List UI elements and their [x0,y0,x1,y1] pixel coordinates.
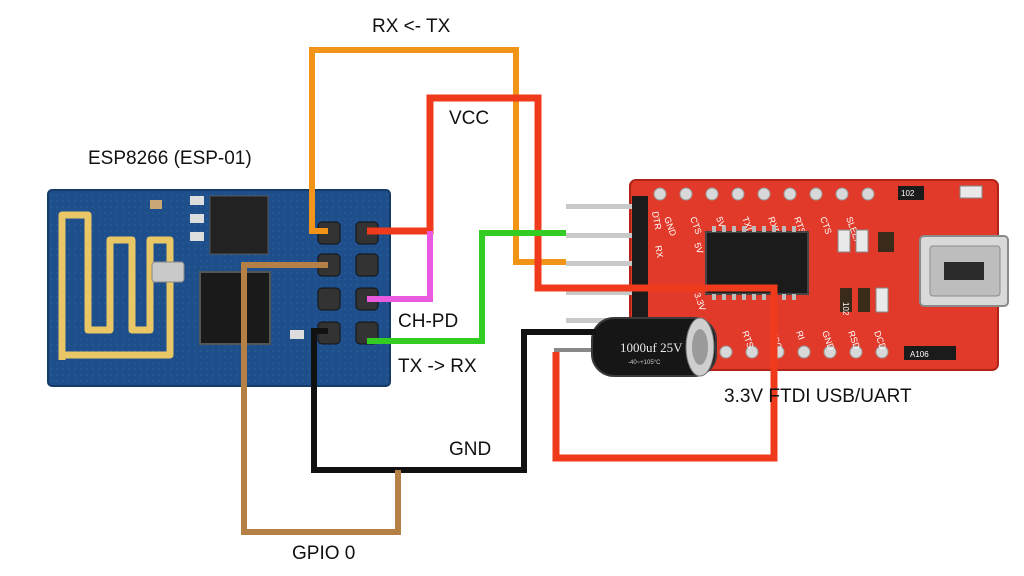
ftdi-pin-label-bottom-0: DTR [650,211,663,231]
crystal [151,261,185,283]
label-gnd: GND [449,439,492,460]
capacitor-temp: -40~+105°C [628,360,661,366]
capacitor-rating: 1000uf 25V [620,340,683,355]
chip-mark-0: 102 [901,189,915,198]
label-esp-module: ESP8266 (ESP-01) [88,148,252,169]
vcc-wire [367,94,778,462]
capacitor: 1000uf 25V -40~+105°C [546,317,717,377]
ftdi-pin-label-top-2: 5V [714,215,727,229]
ftdi-adapter-board: GND CTS 5V TXD RXD RTS CTS SLEEP DTR RX … [566,179,1009,371]
ftdi-pin-label-bottom-1: RX [653,245,665,259]
label-tx-rx: TX -> RX [398,356,477,377]
flash-chip [209,195,269,255]
label-ch-pd: CH-PD [398,311,459,332]
gpio0-wire [241,262,401,535]
label-rx-tx: RX <- TX [372,16,451,37]
antenna-trace [58,211,174,360]
ch-pd-wire [367,231,433,302]
gnd-wire [311,328,596,473]
ftdi-header-pins [566,196,648,330]
tx-rx-wire [367,230,566,344]
chip-mark-2: A106 [910,350,929,359]
label-ftdi-adapter: 3.3V FTDI USB/UART [724,386,912,407]
ftdi-chip [705,231,809,295]
chip-mark-1: 102 [841,302,850,316]
esp-soc-chip [199,271,271,345]
esp8266-module [47,189,391,387]
label-vcc: VCC [449,108,490,129]
label-gpio0: GPIO 0 [292,543,356,564]
ftdi-pin-label-bottom-2: 5V [692,241,705,255]
ftdi-pin-label-bottom-6: RI [794,329,806,341]
rx-tx-wire [309,47,566,265]
